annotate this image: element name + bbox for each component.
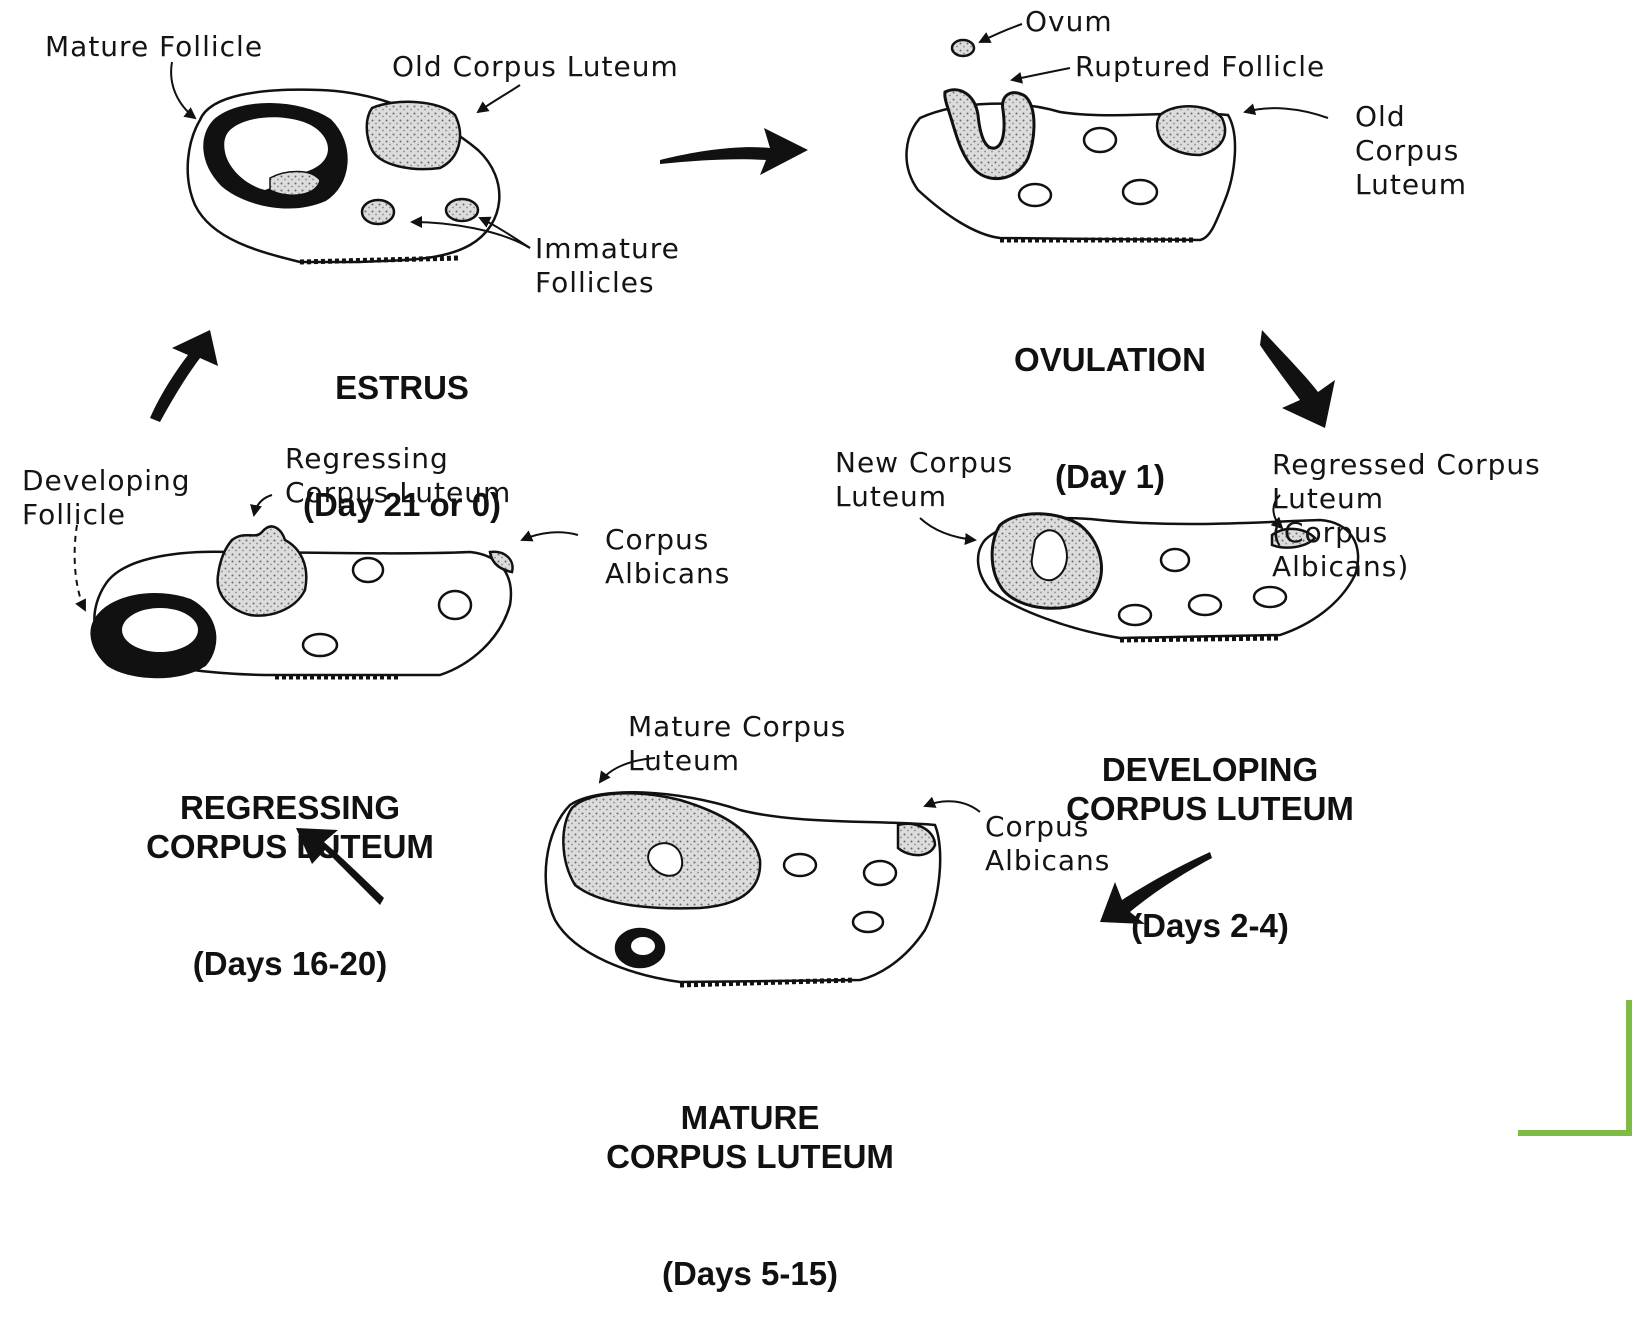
label-mature-follicle: Mature Follicle: [45, 30, 263, 64]
developing-follicle: [92, 594, 215, 677]
label-regressing-corpus-luteum: Regressing Corpus Luteum: [285, 442, 511, 510]
estrus-ovary: [188, 90, 500, 262]
regressing-subtitle: (Days 16-20): [70, 944, 510, 983]
stage-title-regressing: REGRESSING CORPUS LUTEUM (Days 16-20): [70, 710, 510, 1022]
label-old-corpus-luteum-estrus: Old Corpus Luteum: [392, 50, 679, 84]
corpus-albicans-mature: [898, 824, 935, 855]
old-corpus-luteum-estrus: [367, 102, 460, 169]
immature-follicle: [362, 200, 394, 224]
mature-follicle: [205, 104, 347, 207]
label-new-corpus-luteum: New Corpus Luteum: [835, 446, 1013, 514]
label-regressed-corpus-luteum: Regressed Corpus Luteum (Corpus Albicans…: [1272, 448, 1541, 584]
estrus-hilus: [300, 258, 460, 262]
ovulation-title: OVULATION: [960, 340, 1260, 379]
label-ovum: Ovum: [1025, 5, 1113, 39]
estrus-title: ESTRUS: [252, 368, 552, 407]
old-corpus-luteum-ovulation: [1157, 106, 1225, 155]
arrow-ovulation-to-developing: [1260, 330, 1335, 428]
green-accent-bar-vertical: [1626, 1000, 1632, 1130]
ovarian-cycle-diagram: ESTRUS (Day 21 or 0) OVULATION (Day 1) D…: [0, 0, 1632, 1139]
immature-follicle: [446, 199, 478, 221]
mature-subtitle: (Days 5-15): [520, 1254, 980, 1293]
label-ruptured-follicle: Ruptured Follicle: [1075, 50, 1325, 84]
label-immature-follicles: Immature Follicles: [535, 232, 680, 300]
stage-title-mature: MATURE CORPUS LUTEUM (Days 5-15): [520, 1020, 980, 1332]
developing-hilus: [1120, 638, 1280, 640]
label-developing-follicle: Developing Follicle: [22, 464, 191, 532]
label-old-corpus-luteum-ovulation: Old Corpus Luteum: [1355, 100, 1467, 202]
label-corpus-albicans-regressing: Corpus Albicans: [605, 523, 730, 591]
arrow-estrus-to-ovulation: [660, 128, 808, 175]
mature-ovary: [546, 792, 941, 985]
label-mature-corpus-luteum: Mature Corpus Luteum: [628, 710, 846, 778]
stage-title-estrus: ESTRUS (Day 21 or 0): [252, 290, 552, 563]
mature-title: MATURE CORPUS LUTEUM: [520, 1098, 980, 1176]
developing-follicle-mature: [616, 929, 664, 967]
arrow-regressing-to-estrus: [150, 330, 218, 422]
label-corpus-albicans-mature: Corpus Albicans: [985, 810, 1110, 878]
regressing-title: REGRESSING CORPUS LUTEUM: [70, 788, 510, 866]
developing-subtitle: (Days 2-4): [980, 906, 1440, 945]
ovum: [952, 40, 974, 56]
green-accent-bar: [1518, 1130, 1632, 1136]
